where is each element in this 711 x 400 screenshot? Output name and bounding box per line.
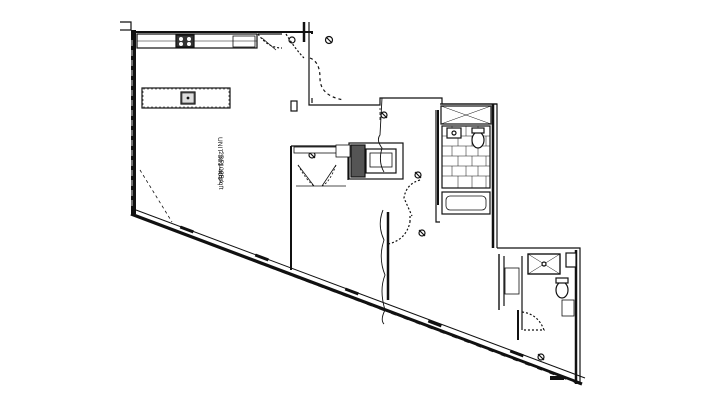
- unit-info-label: UNIT 301-401 2BR - 2BA 1065sqft: [206, 128, 234, 206]
- thermostat-icon: [290, 100, 298, 112]
- interior-walls: [377, 97, 440, 325]
- toilet-icon: [471, 127, 485, 149]
- bathtub-icon: [441, 191, 491, 215]
- kitchen-counter-icon: [136, 33, 258, 49]
- shower-icon: [527, 253, 561, 275]
- range-icon: [175, 34, 195, 48]
- light-fixture-icon: [290, 35, 545, 361]
- bedroom-door-swing: [387, 214, 411, 245]
- bathroom-1: [440, 103, 498, 248]
- door-swing-icon: [257, 33, 305, 59]
- window-wall-icon: [131, 30, 136, 214]
- top-corner-marks: [120, 21, 132, 31]
- equipment-block: [335, 142, 404, 180]
- bath-door-swing: [521, 311, 545, 331]
- laundry-closet: [290, 145, 349, 270]
- diagonal-window-marks: [179, 225, 564, 380]
- sink-icon: [446, 127, 462, 139]
- entry-door-swing: [309, 57, 345, 101]
- unit-area: 1065sqft: [216, 162, 224, 190]
- bathroom-2: [497, 247, 581, 384]
- bedroom-door-swing-2: [403, 179, 421, 217]
- toilet-icon: [555, 277, 569, 299]
- sink-icon: [181, 92, 195, 104]
- corner-guide-dashed: [139, 169, 173, 223]
- diagonal-window-wall: [130, 209, 586, 386]
